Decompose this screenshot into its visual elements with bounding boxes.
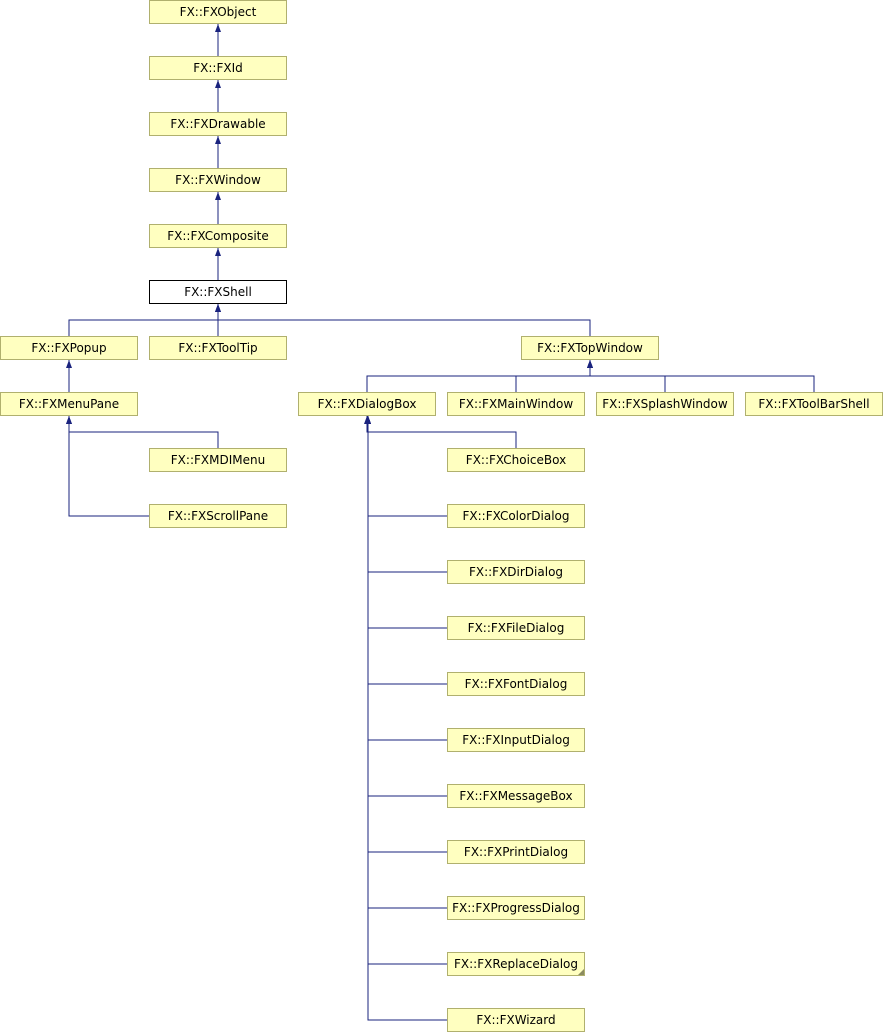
class-node-fxmessagebox[interactable]: FX::FXMessageBox (447, 784, 585, 808)
arrowhead-fxshell-to-fxcomposite (215, 248, 221, 256)
class-node-fxdialogbox[interactable]: FX::FXDialogBox (298, 392, 436, 416)
class-node-fxprintdialog[interactable]: FX::FXPrintDialog (447, 840, 585, 864)
class-node-fxpopup[interactable]: FX::FXPopup (0, 336, 138, 360)
edge-fxscrollpane-to-fxmenupane (68, 416, 149, 517)
class-node-fxshell-current: FX::FXShell (149, 280, 287, 304)
class-node-fxtoolbarshell[interactable]: FX::FXToolBarShell (745, 392, 883, 416)
arrowhead-fxid-to-fxobject (215, 24, 221, 32)
class-node-fxtopwindow[interactable]: FX::FXTopWindow (521, 336, 659, 360)
arrowhead-fxwizard-to-fxdialogbox (365, 416, 371, 424)
class-node-fxobject[interactable]: FX::FXObject (149, 0, 287, 24)
class-node-fxchoicebox[interactable]: FX::FXChoiceBox (447, 448, 585, 472)
class-node-fxinputdialog[interactable]: FX::FXInputDialog (447, 728, 585, 752)
class-node-fxprogressdialog[interactable]: FX::FXProgressDialog (447, 896, 585, 920)
arrowhead-fxcomposite-to-fxwindow (215, 192, 221, 200)
arrowhead-fxtopwindow-to-fxshell (215, 304, 221, 312)
class-node-fxcomposite[interactable]: FX::FXComposite (149, 224, 287, 248)
class-node-fxmenupane[interactable]: FX::FXMenuPane (0, 392, 138, 416)
class-node-fxdirdialog[interactable]: FX::FXDirDialog (447, 560, 585, 584)
class-node-fxfontdialog[interactable]: FX::FXFontDialog (447, 672, 585, 696)
edge-fxwizard-to-fxdialogbox (367, 416, 447, 1021)
arrowhead-fxdrawable-to-fxid (215, 80, 221, 88)
class-node-fxreplacedialog[interactable]: FX::FXReplaceDialog (447, 952, 585, 976)
class-node-fxtooltip[interactable]: FX::FXToolTip (149, 336, 287, 360)
class-node-fxdrawable[interactable]: FX::FXDrawable (149, 112, 287, 136)
arrowhead-fxmenupane-to-fxpopup (66, 360, 72, 368)
arrowhead-fxtoolbarshell-to-fxtopwindow (587, 360, 593, 368)
class-node-fxwizard[interactable]: FX::FXWizard (447, 1008, 585, 1032)
arrowhead-fxscrollpane-to-fxmenupane (66, 416, 72, 424)
class-node-fxscrollpane[interactable]: FX::FXScrollPane (149, 504, 287, 528)
class-node-label: FX::FXReplaceDialog (453, 957, 579, 971)
class-node-fxid[interactable]: FX::FXId (149, 56, 287, 80)
class-node-fxwindow[interactable]: FX::FXWindow (149, 168, 287, 192)
arrowhead-fxwindow-to-fxdrawable (215, 136, 221, 144)
class-node-fxfiledialog[interactable]: FX::FXFileDialog (447, 616, 585, 640)
class-node-fxmdimenu[interactable]: FX::FXMDIMenu (149, 448, 287, 472)
class-node-fxmainwindow[interactable]: FX::FXMainWindow (447, 392, 585, 416)
class-node-fxcolordialog[interactable]: FX::FXColorDialog (447, 504, 585, 528)
class-node-fxsplashwindow[interactable]: FX::FXSplashWindow (596, 392, 734, 416)
folded-corner-icon (578, 969, 584, 975)
